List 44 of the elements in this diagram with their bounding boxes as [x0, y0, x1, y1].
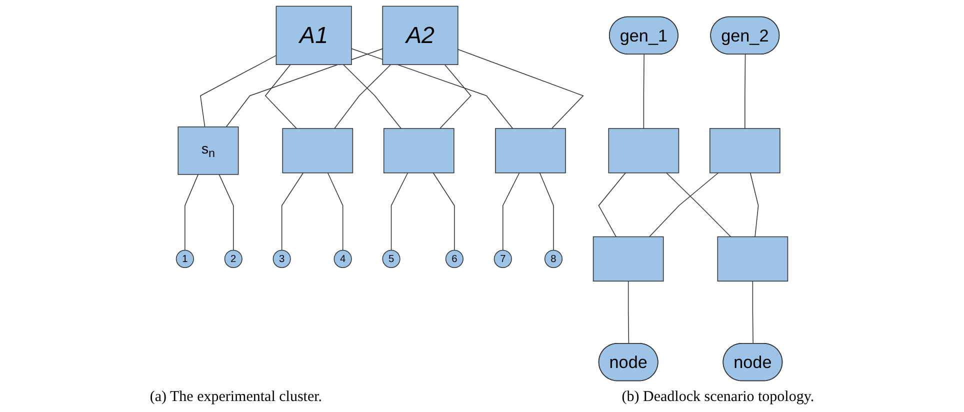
node-circle: 8 [544, 250, 563, 268]
connector [334, 64, 392, 129]
connector [744, 54, 746, 129]
node-circle: 6 [445, 250, 464, 268]
node-box [717, 236, 788, 282]
node-box [592, 236, 664, 282]
connector [628, 280, 630, 344]
figure-caption: (b) Deadlock scenario topology. [622, 389, 814, 406]
node-circle: 7 [494, 250, 512, 268]
connector [218, 174, 234, 251]
connector [649, 172, 719, 238]
connector [327, 172, 344, 251]
connector [643, 54, 644, 129]
connector [539, 172, 554, 251]
node-box: A1 [276, 6, 352, 65]
connector [226, 48, 384, 128]
figure-caption: (a) The experimental cluster. [150, 389, 322, 406]
node-circle: 5 [382, 250, 400, 268]
node-box [709, 128, 780, 174]
node-circle: 2 [224, 250, 242, 268]
node-circle: 4 [334, 250, 352, 268]
node-box: s$_{n}$ [178, 126, 239, 175]
node-box [383, 128, 454, 174]
node-box: A2 [382, 6, 458, 65]
node-circle: 3 [272, 250, 291, 268]
node-box [495, 128, 566, 174]
connector [458, 48, 584, 129]
connector [200, 55, 277, 128]
connector [598, 172, 626, 238]
connector [502, 172, 520, 251]
connector [264, 64, 297, 129]
connector [342, 64, 402, 129]
connector [750, 172, 759, 238]
node-box [282, 128, 354, 174]
connector [752, 280, 754, 344]
connector [184, 174, 199, 251]
node-box [608, 128, 680, 174]
connector [432, 172, 455, 251]
connector [390, 172, 408, 251]
node-circle: 1 [176, 250, 194, 268]
connector [351, 48, 514, 129]
connector [281, 172, 304, 251]
connector [440, 64, 472, 129]
connector [666, 172, 732, 238]
